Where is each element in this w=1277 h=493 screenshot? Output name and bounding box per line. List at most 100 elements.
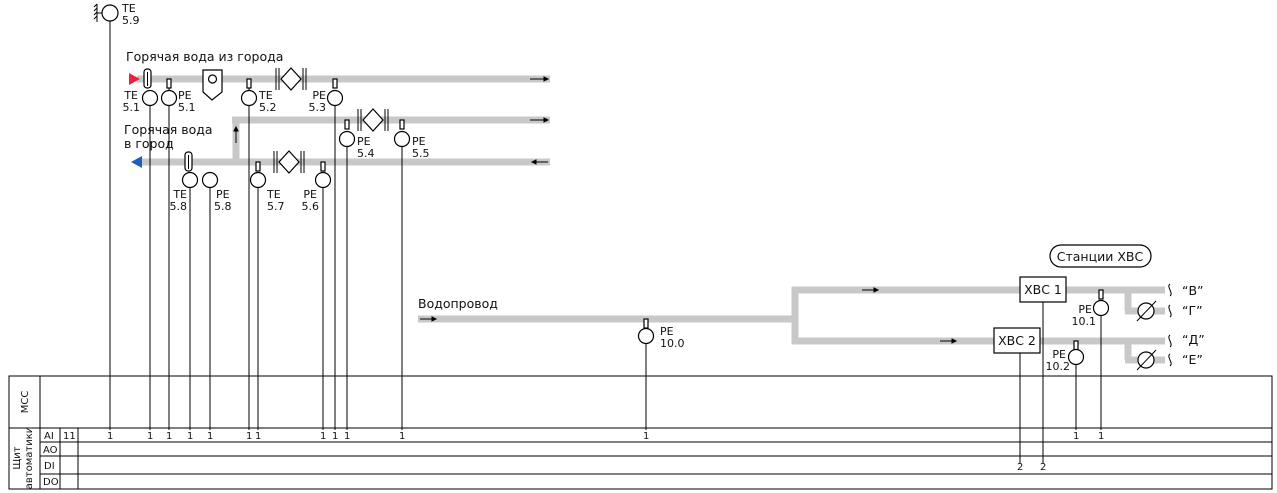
svg-text:TE: TE — [258, 89, 273, 102]
title-hot-to-city-line1: Горячая вода — [124, 122, 213, 137]
flow-meter-icon — [357, 108, 389, 132]
io-table: MCC Щит автоматики AI AO DI DO 11 1 1 1 … — [8, 375, 1273, 490]
ai-marks: 1 1 1 1 1 1 1 1 1 1 1 1 1 1 — [107, 431, 1104, 442]
flow-arrow-right — [530, 117, 550, 123]
svg-text:PE: PE — [412, 135, 426, 148]
flow-arrow-right — [862, 287, 880, 293]
svg-text:1: 1 — [187, 431, 193, 442]
panel-label-line2: автоматики — [24, 427, 35, 490]
svg-text:1: 1 — [207, 431, 213, 442]
supply-inlet-arrow-icon — [129, 73, 140, 85]
svg-text:5.2: 5.2 — [259, 101, 277, 114]
svg-text:PE: PE — [1078, 303, 1092, 316]
svg-text:1: 1 — [1098, 431, 1104, 442]
svg-text:5.4: 5.4 — [357, 147, 375, 160]
flow-arrow-right — [530, 76, 550, 82]
row-label-ao: AO — [43, 445, 58, 456]
svg-text:1: 1 — [246, 431, 252, 442]
svg-text:5.7: 5.7 — [267, 200, 285, 213]
valve-icon — [202, 69, 223, 101]
instrument-pe-5-3: PE 5.3 — [309, 78, 344, 114]
svg-text:PE: PE — [303, 188, 317, 201]
svg-text:5.8: 5.8 — [214, 200, 232, 213]
svg-text:1: 1 — [107, 431, 113, 442]
row-label-di: DI — [44, 461, 55, 472]
output-label-b: “В” — [1182, 283, 1204, 298]
svg-text:2: 2 — [1040, 462, 1046, 473]
instrument-pe-5-8: PE 5.8 — [201, 171, 232, 213]
output-label-d: “Д” — [1182, 332, 1205, 347]
signal-lines — [109, 21, 1102, 463]
svg-text:5.9: 5.9 — [122, 14, 140, 27]
instrument-pe-5-5: PE 5.5 — [393, 119, 430, 160]
stations-badge: Станции ХВС — [1049, 244, 1152, 268]
svg-text:10.1: 10.1 — [1072, 315, 1097, 328]
instruments: TE 5.9 TE 5.1 PE 5.1 TE 5.2 P — [93, 2, 1110, 373]
instrument-te-5-7: TE 5.7 — [249, 161, 285, 213]
svg-text:5.6: 5.6 — [302, 200, 320, 213]
svg-text:1: 1 — [332, 431, 338, 442]
gauge-icon — [1136, 349, 1157, 371]
title-hot-to-city-line2: в город — [124, 136, 174, 151]
title-hot-from-city: Горячая вода из города — [126, 49, 283, 64]
pipes — [137, 75, 1165, 364]
svg-text:1: 1 — [399, 431, 405, 442]
row-label-ai: AI — [44, 431, 54, 442]
svg-text:5.5: 5.5 — [412, 147, 430, 160]
svg-text:ХВС 2: ХВС 2 — [998, 333, 1036, 348]
title-water-supply: Водопровод — [418, 296, 498, 311]
svg-text:TE: TE — [123, 89, 138, 102]
output-label-e: “Е” — [1182, 352, 1203, 367]
station-xvs1-box: ХВС 1 — [1019, 276, 1067, 303]
instrument-pe-5-6: PE 5.6 — [302, 161, 332, 213]
svg-text:5.1: 5.1 — [178, 101, 196, 114]
svg-text:PE: PE — [216, 188, 230, 201]
instrument-pe-5-1: PE 5.1 — [160, 78, 196, 114]
station-xvs2-box: ХВС 2 — [993, 327, 1041, 354]
svg-text:PE: PE — [1052, 348, 1066, 361]
svg-text:TE: TE — [172, 188, 187, 201]
svg-text:1: 1 — [344, 431, 350, 442]
svg-text:1: 1 — [320, 431, 326, 442]
instrument-te-5-1: TE 5.1 — [123, 89, 159, 114]
row-label-do: DO — [43, 477, 59, 488]
flow-arrow-right — [420, 316, 438, 322]
thermometer-icon — [143, 68, 152, 89]
output-label-g: “Г” — [1182, 303, 1203, 318]
thermometer-icon — [184, 151, 193, 172]
svg-text:1: 1 — [255, 431, 261, 442]
svg-text:10.2: 10.2 — [1046, 360, 1071, 373]
svg-text:PE: PE — [178, 89, 192, 102]
svg-text:TE: TE — [266, 188, 281, 201]
di-marks: 2 2 — [1017, 462, 1046, 473]
svg-text:PE: PE — [312, 89, 326, 102]
svg-text:TE: TE — [121, 2, 136, 15]
svg-text:1: 1 — [166, 431, 172, 442]
svg-text:1: 1 — [643, 431, 649, 442]
flow-arrow-right — [940, 338, 958, 344]
svg-text:PE: PE — [660, 325, 674, 338]
svg-text:5.1: 5.1 — [123, 101, 141, 114]
instrument-te-5-9: TE 5.9 — [93, 2, 140, 27]
instrument-pe-10-0: PE 10.0 — [637, 318, 685, 350]
svg-text:ХВС 1: ХВС 1 — [1024, 282, 1062, 297]
instrument-pe-5-4: PE 5.4 — [338, 119, 375, 160]
flow-meter-icon — [273, 150, 305, 174]
svg-text:2: 2 — [1017, 462, 1023, 473]
mcc-label: MCC — [20, 391, 31, 414]
ai-total: 11 — [63, 431, 76, 442]
instrument-pe-10-1: PE 10.1 — [1072, 289, 1110, 328]
flow-arrow-up — [233, 125, 239, 143]
panel-label-line1: Щит — [12, 446, 23, 469]
svg-text:1: 1 — [1073, 431, 1079, 442]
svg-text:Станции ХВС: Станции ХВС — [1057, 249, 1144, 264]
flow-arrow-left — [530, 159, 548, 165]
return-outlet-arrow-icon — [131, 156, 142, 168]
svg-text:PE: PE — [357, 135, 371, 148]
instrument-pe-10-2: PE 10.2 — [1046, 340, 1085, 373]
svg-text:10.0: 10.0 — [660, 337, 685, 350]
outputs: “В” “Г” “Д” “Е” — [1168, 283, 1205, 367]
svg-text:5.3: 5.3 — [309, 101, 327, 114]
instrument-te-5-2: TE 5.2 — [240, 78, 277, 114]
